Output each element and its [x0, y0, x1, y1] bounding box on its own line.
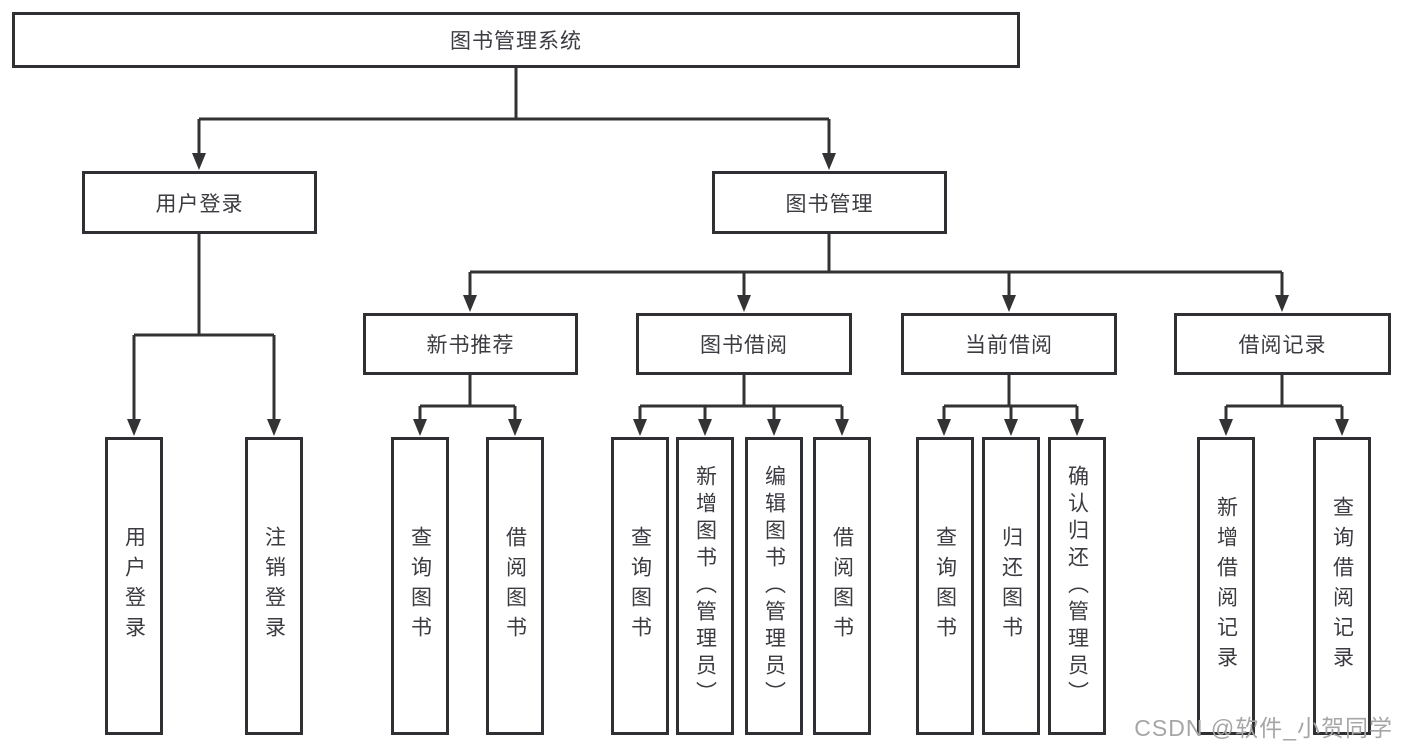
leaf-logout: 注销登录	[245, 437, 303, 735]
edge-book-mgmt-to-level3	[463, 234, 1289, 312]
edge-user-login-to-leaves	[127, 234, 281, 436]
leaf-user-login: 用户登录	[105, 437, 163, 735]
node-book-management: 图书管理	[712, 171, 947, 234]
edge-current-borrow-to-leaves	[937, 375, 1084, 436]
leaf-query-books-2: 查询图书	[611, 437, 669, 735]
edge-borrow-records-to-leaves	[1219, 375, 1349, 436]
leaf-borrow-books-2: 借阅图书	[813, 437, 871, 735]
node-book-borrowing: 图书借阅	[636, 313, 852, 375]
leaf-query-books-1: 查询图书	[391, 437, 449, 735]
leaf-query-books-3: 查询图书	[916, 437, 974, 735]
node-user-login: 用户登录	[82, 171, 317, 234]
edge-book-borrow-to-leaves	[633, 375, 849, 436]
node-new-book-recommendation: 新书推荐	[363, 313, 578, 375]
node-current-borrowing: 当前借阅	[901, 313, 1117, 375]
leaf-add-borrow-record: 新增借阅记录	[1197, 437, 1255, 735]
csdn-watermark: CSDN @软件_小贺同学	[1134, 715, 1393, 741]
leaf-query-borrow-record: 查询借阅记录	[1313, 437, 1371, 735]
leaf-add-book-admin: 新增图书（管理员）	[676, 437, 734, 735]
leaf-return-book: 归还图书	[982, 437, 1040, 735]
node-root: 图书管理系统	[12, 12, 1020, 68]
leaf-borrow-books-1: 借阅图书	[486, 437, 544, 735]
leaf-edit-book-admin: 编辑图书（管理员）	[745, 437, 803, 735]
leaf-confirm-return-admin: 确认归还（管理员）	[1048, 437, 1106, 735]
edge-new-book-rec-to-leaves	[413, 375, 522, 436]
edge-root-to-level2	[192, 68, 836, 170]
node-borrowing-records: 借阅记录	[1174, 313, 1391, 375]
